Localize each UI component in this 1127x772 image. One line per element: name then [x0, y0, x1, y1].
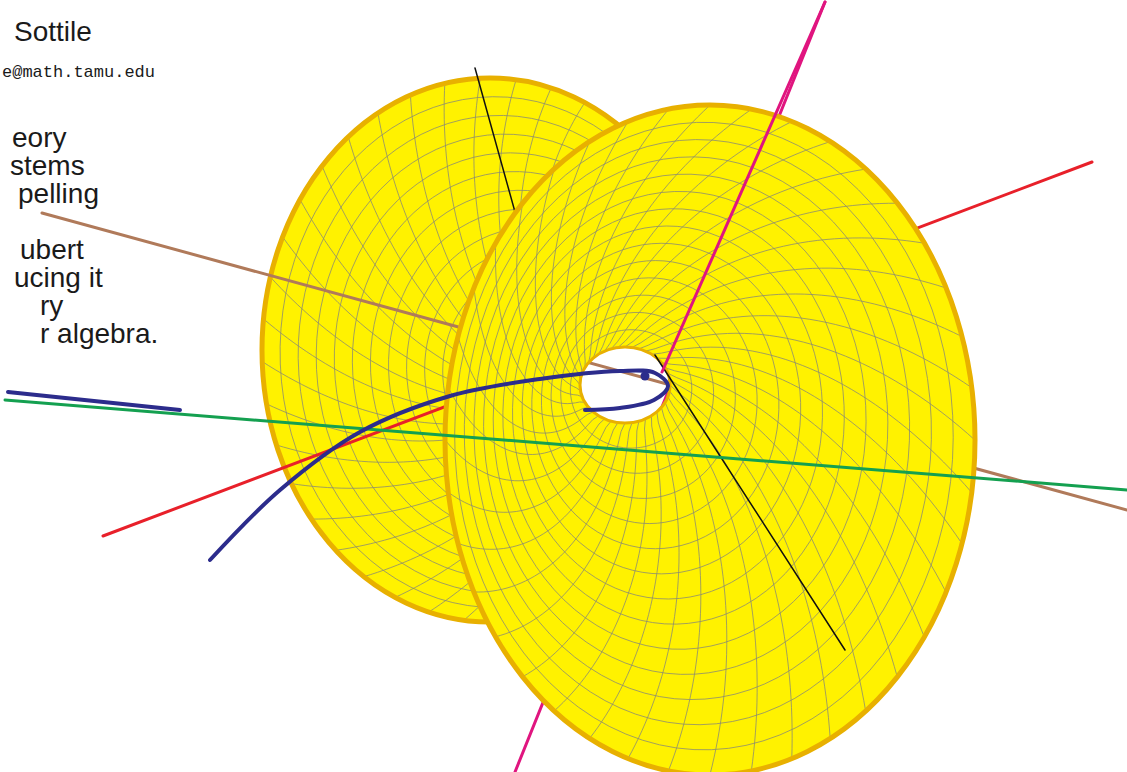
grid-line — [669, 379, 865, 711]
grid-line — [445, 419, 605, 481]
rim — [445, 105, 975, 772]
surface-fill — [445, 105, 975, 772]
grid-line — [523, 421, 639, 677]
front-hyperboloid — [445, 105, 975, 772]
grid-line — [458, 336, 593, 433]
grid-line — [651, 347, 971, 492]
surface-grid — [445, 105, 975, 772]
twisted-cubic — [8, 392, 180, 410]
grid-line — [535, 169, 580, 391]
slide-text: pelling — [18, 180, 99, 208]
grid-line — [665, 368, 924, 637]
grid-line — [551, 141, 589, 385]
grid-line — [645, 333, 975, 440]
grid-line — [522, 243, 800, 574]
grid-line — [484, 174, 888, 674]
grid-line — [448, 421, 611, 512]
grid-line — [605, 169, 866, 351]
slide-text: ucing it — [14, 264, 103, 292]
email-text: e@math.tamu.edu — [2, 64, 155, 82]
slide-text: ry — [40, 292, 63, 320]
slide-text: ubert — [20, 236, 84, 264]
grid-line — [670, 385, 830, 739]
grid-line — [584, 105, 710, 368]
grid-line — [496, 423, 632, 637]
slide-text: eory — [12, 124, 66, 152]
grid-line — [669, 391, 792, 759]
slide-text: r algebra. — [40, 320, 158, 348]
grid-line — [551, 295, 735, 498]
grid-line — [455, 122, 954, 749]
grid-line — [493, 192, 866, 650]
grid-line — [599, 142, 831, 355]
twisted-cubic — [210, 370, 668, 560]
grid-line — [474, 288, 589, 416]
grid-line — [593, 121, 792, 358]
grid-line — [639, 316, 972, 388]
grid-line — [661, 363, 946, 593]
grid-line — [668, 373, 898, 677]
slide-text: stems — [10, 152, 85, 180]
grid-line — [532, 261, 779, 549]
green-line — [5, 400, 1127, 490]
ruling-line — [655, 355, 845, 650]
grid-line — [661, 407, 700, 771]
slide-text: Sottile — [14, 18, 92, 46]
magenta-line — [662, 2, 825, 372]
grid-line — [632, 294, 962, 347]
grid-line — [625, 268, 946, 347]
grid-line — [618, 238, 924, 348]
point — [641, 372, 650, 381]
grid-line — [517, 203, 582, 397]
lines-in-front — [5, 2, 1127, 560]
